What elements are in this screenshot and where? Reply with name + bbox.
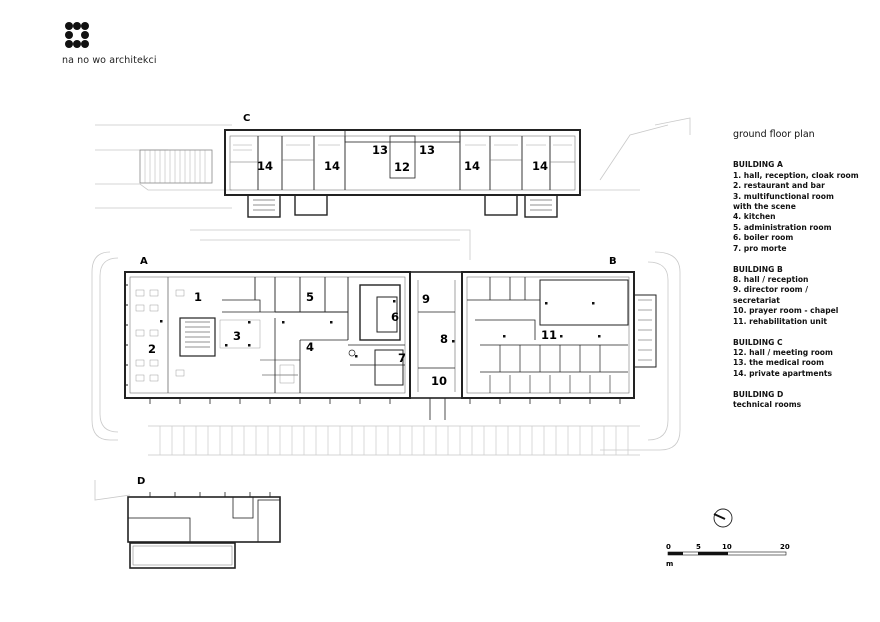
building-letter-d: D: [137, 476, 145, 487]
site-outline: [91, 117, 691, 501]
legend-item: technical rooms: [733, 400, 802, 410]
legend-item: 14. private apartments: [733, 368, 833, 378]
room-label-10: 10: [431, 374, 447, 388]
legend-item: 9. director room /: [733, 285, 808, 295]
legend-item: 8. hall / reception: [733, 274, 809, 284]
room-label-13-left: 13: [372, 143, 388, 157]
north-arrow-icon: [713, 508, 733, 528]
building-b: [452, 271, 657, 404]
legend-heading: BUILDING D: [733, 389, 784, 399]
parking-stalls: [159, 426, 629, 455]
room-label-6: 6: [391, 310, 399, 324]
legend-item: 11. rehabilitation unit: [733, 316, 828, 326]
scale-tick-10: 10: [722, 543, 732, 551]
building-a: [124, 271, 411, 404]
legend-item: 13. the medical room: [733, 358, 824, 368]
scale-bar: [667, 551, 787, 556]
legend-item: 7. pro morte: [733, 243, 787, 253]
legend-item: 3. multifunctional room: [733, 191, 834, 201]
building-letter-c: C: [243, 113, 250, 124]
legend-item: 4. kitchen: [733, 212, 776, 222]
legend-heading: BUILDING B: [733, 264, 783, 274]
room-label-7: 7: [398, 351, 406, 365]
room-label-2: 2: [148, 342, 156, 356]
room-label-13-right: 13: [419, 143, 435, 157]
legend-item: 2. restaurant and bar: [733, 181, 825, 191]
room-label-8: 8: [440, 332, 448, 346]
connector-ab: [409, 271, 463, 420]
legend-group-building-c: BUILDING C 12. hall / meeting room 13. t…: [733, 338, 873, 380]
scale-unit: m: [666, 560, 673, 568]
room-label-11: 11: [541, 328, 557, 342]
room-label-14-2: 14: [324, 159, 340, 173]
room-label-4: 4: [306, 340, 314, 354]
building-c: [139, 129, 581, 218]
scale-tick-0: 0: [666, 543, 671, 551]
legend-item: secretariat: [733, 295, 780, 305]
legend-group-building-b: BUILDING B 8. hall / reception 9. direct…: [733, 265, 873, 327]
room-label-9: 9: [422, 292, 430, 306]
legend-heading: BUILDING A: [733, 160, 783, 170]
legend-item: 1. hall, reception, cloak room: [733, 170, 859, 180]
room-label-5: 5: [306, 290, 314, 304]
legend-item: 6. boiler room: [733, 233, 794, 243]
room-label-14-1: 14: [257, 159, 273, 173]
room-label-14-3: 14: [464, 159, 480, 173]
scale-tick-20: 20: [780, 543, 790, 551]
legend-title: ground floor plan: [733, 129, 815, 140]
scale-tick-5: 5: [696, 543, 701, 551]
logo-icon: [65, 22, 89, 48]
room-label-3: 3: [233, 329, 241, 343]
room-label-14-4: 14: [532, 159, 548, 173]
building-d: [127, 492, 281, 569]
legend-item: with the scene: [733, 202, 796, 212]
building-letter-a: A: [140, 256, 148, 267]
legend-item: 5. administration room: [733, 222, 832, 232]
legend-group-building-a: BUILDING A 1. hall, reception, cloak roo…: [733, 160, 873, 254]
logo-text: na no wo architekci: [62, 55, 157, 66]
room-label-1: 1: [194, 290, 202, 304]
legend: ground floor plan BUILDING A 1. hall, re…: [733, 129, 873, 421]
legend-item: 10. prayer room - chapel: [733, 306, 839, 316]
legend-group-building-d: BUILDING D technical rooms: [733, 390, 873, 411]
legend-item: 12. hall / meeting room: [733, 347, 833, 357]
legend-heading: BUILDING C: [733, 337, 783, 347]
building-letter-b: B: [609, 256, 617, 267]
room-label-12: 12: [394, 160, 410, 174]
